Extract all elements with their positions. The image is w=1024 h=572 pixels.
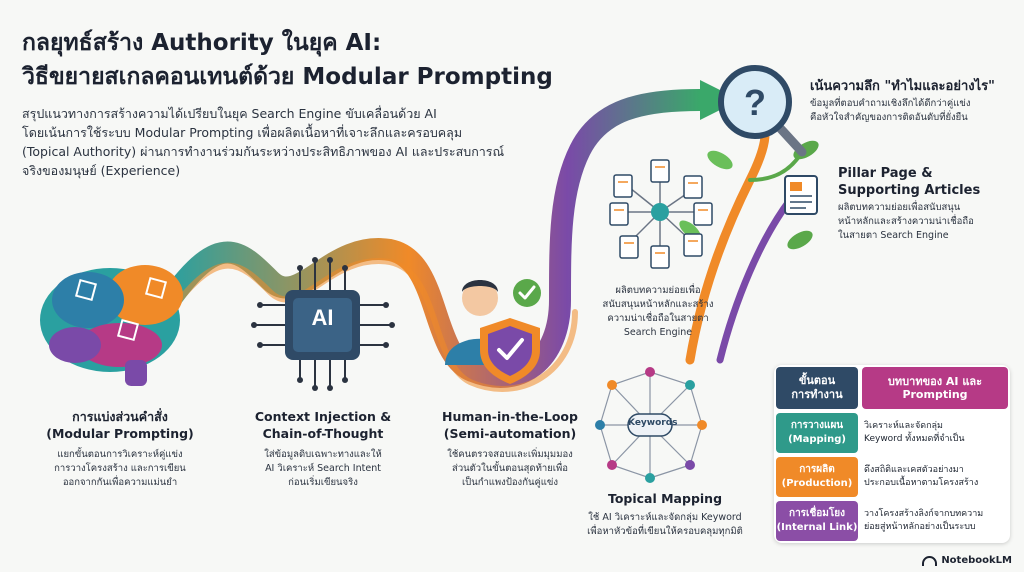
ai-chip-label: AI	[311, 305, 334, 330]
pillar-block: Pillar Page & Supporting Articles ผลิตบท…	[838, 165, 1018, 243]
depth-block: เน้นความลึก "ทำไมและอย่างไร" ข้อมูลที่ตอ…	[810, 78, 1020, 125]
step-title-line: (Semi-automation)	[443, 426, 577, 441]
table-cell-text: ย่อยสู่หน้าหลักอย่างเป็นระบบ	[864, 522, 976, 532]
step-context-injection: Context Injection & Chain-of-Thought ใส่…	[228, 408, 418, 490]
pillar-title: Pillar Page & Supporting Articles	[838, 165, 1018, 199]
intro-line: (Topical Authority) ผ่านการทำงานร่วมกันร…	[22, 144, 505, 159]
table-cell-text: (Internal Link)	[776, 522, 858, 533]
pillar-desc-line: ในสายตา Search Engine	[838, 230, 949, 241]
person-shield-icon	[445, 279, 541, 384]
table-cell-text: (Production)	[781, 478, 853, 489]
table-row-desc: วางโครงสร้างลิงก์จากบทความ ย่อยสู่หน้าหล…	[864, 501, 1006, 541]
step-title: Context Injection & Chain-of-Thought	[228, 408, 418, 442]
step-title-line: Context Injection &	[254, 409, 392, 424]
topical-desc: ใช้ AI วิเคราะห์และจัดกลุ่ม Keyword เพื่…	[560, 511, 770, 539]
logo-text: NotebookLM	[941, 555, 1012, 566]
pillar-desc: ผลิตบทความย่อยเพื่อสนับสนุน หน้าหลักและส…	[838, 201, 1018, 243]
intro-line: จริงของมนุษย์ (Experience)	[22, 163, 181, 178]
table-row-desc: ดึงสถิติและเคสตัวอย่างมา ประกอบเนื้อหาตา…	[864, 457, 1006, 497]
cluster-desc-line: Search Engine	[623, 327, 693, 338]
step-title-line: Human-in-the-Loop	[442, 409, 578, 424]
workflow-table: ขั้นตอน การทำงาน บทบาทของ AI และ Prompti…	[774, 365, 1010, 543]
step-desc: ใช้คนตรวจสอบและเพิ่มมุมมอง ส่วนตัวในขั้น…	[420, 448, 600, 490]
step-desc-line: AI วิเคราะห์ Search Intent	[265, 463, 381, 474]
pillar-desc-line: ผลิตบทความย่อยเพื่อสนับสนุน	[838, 202, 961, 213]
cluster-desc-line: ความน่าเชื่อถือในสายตา	[607, 313, 709, 324]
table-cell-text: วิเคราะห์และจัดกลุ่ม	[864, 421, 943, 431]
page-title: กลยุทธ์สร้าง Authority ในยุค AI: วิธีขยา…	[22, 26, 553, 94]
table-row-label: การเชื่อมโยง (Internal Link)	[776, 501, 858, 541]
table-header-text: บทบาทของ AI และ	[887, 375, 983, 388]
table-row-label: การวางแผน (Mapping)	[776, 413, 858, 453]
table-cell-text: ดึงสถิติและเคสตัวอย่างมา	[864, 465, 964, 475]
step-desc-line: แยกขั้นตอนการวิเคราะห์คู่แข่ง	[57, 449, 183, 460]
topical-title: Topical Mapping	[607, 491, 723, 506]
keywords-node-label: Keywords	[628, 418, 678, 428]
topical-mapping: Topical Mapping ใช้ AI วิเคราะห์และจัดกล…	[560, 490, 770, 539]
notebooklm-logo: NotebookLM	[922, 555, 1012, 566]
depth-desc: ข้อมูลที่ตอบคำถามเชิงลึกได้ดีกว่าคู่แข่ง…	[810, 97, 1020, 125]
depth-desc-line: ข้อมูลที่ตอบคำถามเชิงลึกได้ดีกว่าคู่แข่ง	[810, 98, 971, 109]
depth-title: เน้นความลึก "ทำไมและอย่างไร"	[810, 79, 995, 94]
table-cell-text: การผลิต	[799, 464, 835, 475]
step-title-line: การแบ่งส่วนคำสั่ง	[72, 409, 168, 424]
table-header-text: Prompting	[902, 388, 968, 401]
table-row: การวางแผน (Mapping) วิเคราะห์และจัดกลุ่ม…	[774, 413, 1010, 453]
intro-text: สรุปแนวทางการสร้างความได้เปรียบในยุค Sea…	[22, 104, 552, 180]
table-row-desc: วิเคราะห์และจัดกลุ่ม Keyword ทั้งหมดที่จ…	[864, 413, 1006, 453]
step-desc-line: การวางโครงสร้าง และการเขียน	[54, 463, 186, 474]
step-title-line: Chain-of-Thought	[262, 426, 384, 441]
pillar-desc-line: หน้าหลักและสร้างความน่าเชื่อถือ	[838, 216, 974, 227]
step-title: การแบ่งส่วนคำสั่ง (Modular Prompting)	[30, 408, 210, 442]
pillar-title-line: Pillar Page &	[838, 166, 933, 181]
svg-text:?: ?	[744, 82, 766, 123]
topical-desc-line: ใช้ AI วิเคราะห์และจัดกลุ่ม Keyword	[588, 512, 742, 523]
table-cell-text: การเชื่อมโยง	[789, 508, 845, 519]
step-desc: แยกขั้นตอนการวิเคราะห์คู่แข่ง การวางโครง…	[30, 448, 210, 490]
step-desc-line: ก่อนเริ่มเขียนจริง	[288, 477, 358, 488]
topical-desc-line: เพื่อหาหัวข้อที่เขียนให้ครอบคลุมทุกมิติ	[587, 526, 743, 537]
table-header-row: ขั้นตอน การทำงาน บทบาทของ AI และ Prompti…	[774, 367, 1010, 409]
title-line-1: กลยุทธ์สร้าง Authority ในยุค AI:	[22, 30, 382, 56]
table-row: การผลิต (Production) ดึงสถิติและเคสตัวอย…	[774, 457, 1010, 497]
table-cell-text: วางโครงสร้างลิงก์จากบทความ	[864, 509, 984, 519]
ai-chip-icon	[251, 257, 395, 391]
table-cell-text: ประกอบเนื้อหาตามโครงสร้าง	[864, 478, 979, 488]
document-icon	[784, 175, 818, 215]
step-desc-line: ออกจากกันเพื่อความแม่นยำ	[62, 477, 178, 488]
cluster-desc-line: ผลิตบทความย่อยเพื่อ	[615, 285, 701, 296]
step-desc-line: ใส่ข้อมูลดิบเฉพาะทางและให้	[264, 449, 382, 460]
notebooklm-logo-icon	[922, 555, 938, 566]
table-header-text: ขั้นตอน	[798, 374, 836, 387]
table-header-text: การทำงาน	[791, 388, 843, 401]
magnifier-question-icon: ?	[718, 65, 807, 157]
step-human-in-the-loop: Human-in-the-Loop (Semi-automation) ใช้ค…	[420, 408, 600, 490]
keyword-network-icon	[595, 367, 707, 483]
step-title: Human-in-the-Loop (Semi-automation)	[420, 408, 600, 442]
table-cell-text: การวางแผน	[790, 420, 844, 431]
step-desc: ใส่ข้อมูลดิบเฉพาะทางและให้ AI วิเคราะห์ …	[228, 448, 418, 490]
step-title-line: (Modular Prompting)	[46, 426, 194, 441]
brain-icon	[40, 265, 183, 386]
depth-desc-line: คือหัวใจสำคัญของการติดอันดับที่ยั่งยืน	[810, 112, 968, 123]
step-desc-line: ส่วนตัวในขั้นตอนสุดท้ายเพื่อ	[452, 463, 568, 474]
step-desc-line: ใช้คนตรวจสอบและเพิ่มมุมมอง	[447, 449, 573, 460]
cluster-desc: ผลิตบทความย่อยเพื่อ สนับสนุนหน้าหลักและส…	[588, 284, 728, 340]
table-header-role: บทบาทของ AI และ Prompting	[862, 367, 1008, 409]
table-row: การเชื่อมโยง (Internal Link) วางโครงสร้า…	[774, 501, 1010, 541]
table-header-step: ขั้นตอน การทำงาน	[776, 367, 858, 409]
step-desc-line: เป็นกำแพงป้องกันคู่แข่ง	[461, 477, 559, 488]
table-cell-text: (Mapping)	[788, 434, 846, 445]
intro-line: โดยเน้นการใช้ระบบ Modular Prompting เพื่…	[22, 125, 463, 140]
table-cell-text: Keyword ทั้งหมดที่จำเป็น	[864, 434, 965, 444]
table-row-label: การผลิต (Production)	[776, 457, 858, 497]
document-cluster-icon	[609, 159, 713, 269]
pillar-title-line: Supporting Articles	[838, 183, 981, 198]
cluster-desc-line: สนับสนุนหน้าหลักและสร้าง	[602, 299, 714, 310]
title-line-2: วิธีขยายสเกลคอนเทนต์ด้วย Modular Prompti…	[22, 64, 553, 90]
intro-line: สรุปแนวทางการสร้างความได้เปรียบในยุค Sea…	[22, 106, 437, 121]
step-modular-prompting: การแบ่งส่วนคำสั่ง (Modular Prompting) แย…	[30, 408, 210, 490]
